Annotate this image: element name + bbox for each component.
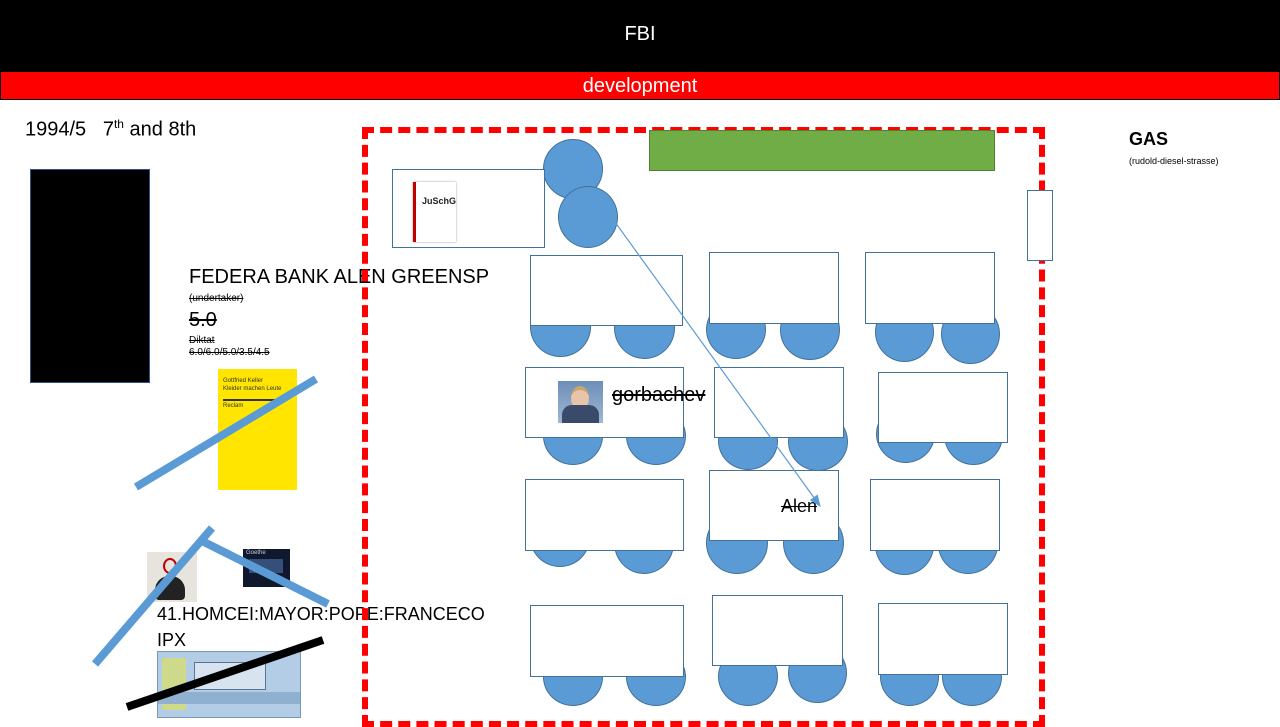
blackboard <box>649 130 995 171</box>
student-desk <box>709 470 839 541</box>
page-title: FBI <box>624 23 656 45</box>
reclam-book-cover: Gottfried Keller Kleider machen Leute Re… <box>218 369 297 490</box>
student-desk <box>714 367 844 438</box>
book-publisher: Reclam <box>223 403 244 409</box>
thumbnail-art <box>249 559 283 573</box>
juschg-title: JuSchG <box>422 196 457 206</box>
concert-ticket-image <box>157 651 301 718</box>
student-desk <box>878 372 1008 443</box>
student-desk <box>530 255 683 326</box>
ticket-logo <box>194 662 266 690</box>
thumbnail-caption: Goethe <box>246 550 266 556</box>
photo-thumbnail-2: Goethe <box>243 549 290 587</box>
date-text: 1994/5 <box>25 118 87 141</box>
student-desk <box>709 252 839 324</box>
student-desk <box>878 603 1008 675</box>
juschg-slide: JuSchG <box>392 169 545 248</box>
red-mark-icon <box>163 558 177 574</box>
figure-silhouette <box>155 576 185 600</box>
diktat-label: Diktat <box>189 335 215 346</box>
grade-text-2: and 8th <box>129 118 197 141</box>
subtitle-bar: development <box>0 71 1280 100</box>
gas-address: (rudold-diesel-strasse) <box>1129 156 1219 166</box>
date-line: 1994/5 7th and 8th <box>25 117 196 142</box>
grade-big: 5.0 <box>189 309 217 331</box>
portrait-body <box>562 405 599 423</box>
grade-text-1: 7 <box>102 118 114 141</box>
door <box>1027 190 1053 261</box>
student-desk <box>712 595 843 666</box>
item-ipx: IPX <box>157 630 187 650</box>
grade-sup-1: th <box>113 117 124 131</box>
item-41: 41.HOMCEI:MAYOR:POPE:FRANCECO <box>157 604 485 624</box>
ticket-band <box>158 692 300 704</box>
gorbachev-label: gorbachev <box>612 384 706 406</box>
alen-label: Alen <box>781 496 818 516</box>
name-line: FEDERA BANK ALEN GREENSP <box>189 266 490 288</box>
student-desk <box>865 252 995 324</box>
gas-title: GAS <box>1129 129 1169 149</box>
title-bar: FBI <box>0 0 1280 71</box>
student-desk <box>525 479 684 551</box>
role-note: (undertaker) <box>189 293 244 304</box>
photo-thumbnail-1 <box>147 552 197 602</box>
book-title: Gottfried Keller Kleider machen Leute <box>223 378 282 392</box>
black-panel <box>30 169 150 383</box>
student-desk <box>530 605 684 677</box>
portrait-photo <box>558 381 603 423</box>
juschg-cover: JuSchG <box>413 182 456 242</box>
book-divider <box>223 399 287 401</box>
student-desk <box>870 479 1000 551</box>
diktat-grades: 6.0/6.0/5.0/3.5/4.5 <box>189 347 270 358</box>
page-subtitle: development <box>582 75 698 97</box>
portrait-face <box>571 386 589 410</box>
teacher-chair-2 <box>558 186 618 248</box>
